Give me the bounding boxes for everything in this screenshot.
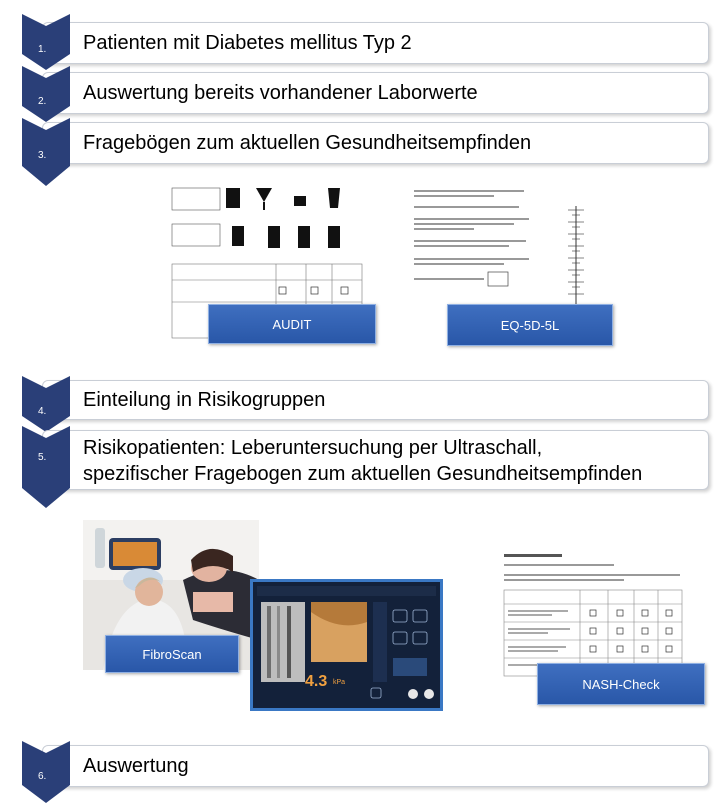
fibroscan-label: FibroScan [105,635,239,673]
step-3-text: Fragebögen zum aktuellen Gesundheitsempf… [83,132,532,154]
eq5d-questionnaire-image [410,184,605,304]
step-1-chevron: 1. [22,14,70,70]
step-6-text: Auswertung [83,755,189,777]
step-1-number: 1. [38,44,47,55]
step-4-chevron: 4. [22,376,70,432]
step-2-number: 2. [38,96,47,107]
audit-label: AUDIT [208,304,376,344]
fibroscan-stiffness-unit: kPa [333,679,346,686]
step-6-chevron: 6. [22,741,70,803]
step-3-number: 3. [38,150,47,161]
step-6-box: Auswertung [42,745,709,787]
step-4-number: 4. [38,406,47,417]
step-1-box: Patienten mit Diabetes mellitus Typ 2 [42,22,709,64]
step-2-text: Auswertung bereits vorhandener Laborwert… [83,82,478,104]
step-6-number: 6. [38,771,47,782]
fibroscan-device-screen: 4.3 kPa [250,579,443,711]
step-4-text: Einteilung in Risikogruppen [83,389,326,411]
step-3-chevron: 3. [22,118,70,186]
fibroscan-stiffness-value: 4.3 [305,673,328,690]
step-5-text-line1: Risikopatienten: Leberuntersuchung per U… [83,437,543,459]
step-4-box: Einteilung in Risikogruppen [42,380,709,420]
nash-check-label: NASH-Check [537,663,705,705]
step-3-box: Fragebögen zum aktuellen Gesundheitsempf… [42,122,709,164]
step-5-box: Risikopatienten: Leberuntersuchung per U… [42,430,709,490]
step-2-chevron: 2. [22,66,70,122]
step-5-text-line2: spezifischer Fragebogen zum aktuellen Ge… [83,463,643,485]
step-5-number: 5. [38,452,47,463]
eq5d-label: EQ-5D-5L [447,304,613,346]
nash-questionnaire-image [500,550,690,678]
step-5-chevron: 5. [22,426,70,508]
step-1-text: Patienten mit Diabetes mellitus Typ 2 [83,32,412,54]
step-2-box: Auswertung bereits vorhandener Laborwert… [42,72,709,114]
